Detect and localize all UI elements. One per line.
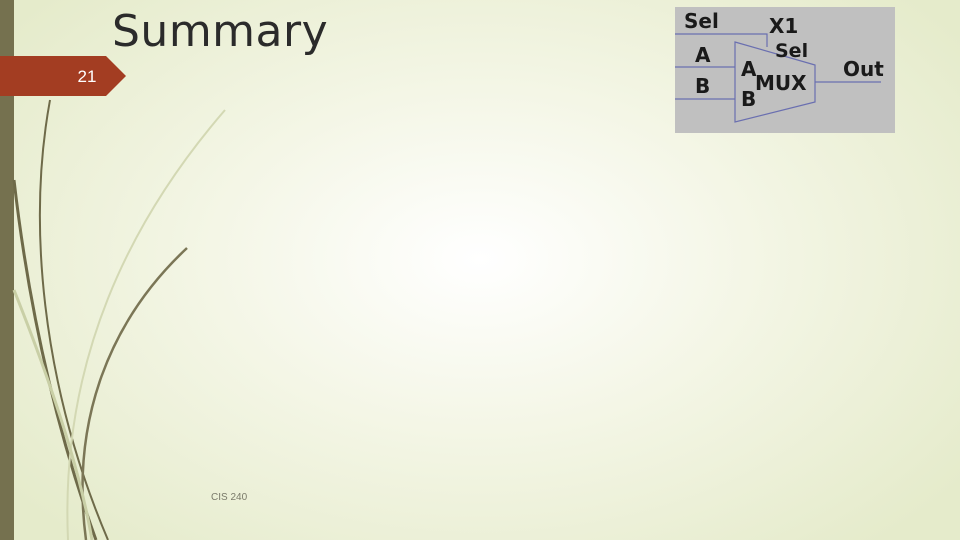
mux-body xyxy=(734,41,816,123)
b-port-label: B xyxy=(741,87,756,111)
sel-input-label: Sel xyxy=(684,9,719,33)
sel-port-label: Sel xyxy=(775,40,808,62)
mux-label: MUX xyxy=(755,71,807,95)
sel-wire xyxy=(675,33,768,47)
out-label: Out xyxy=(843,57,884,81)
mux-diagram: Sel A B X1 Sel A B MUX Out xyxy=(675,7,895,133)
a-port-label: A xyxy=(741,57,757,81)
footer-text: CIS 240 xyxy=(211,492,248,503)
component-name-label: X1 xyxy=(769,14,798,38)
b-input-label: B xyxy=(695,74,710,98)
mux-diagram-background xyxy=(675,7,895,133)
a-input-label: A xyxy=(695,43,711,67)
slide-number-badge xyxy=(0,56,126,96)
slide-number: 21 xyxy=(77,67,97,86)
left-accent-bar xyxy=(0,0,14,540)
slide-title: Summary xyxy=(112,6,329,57)
